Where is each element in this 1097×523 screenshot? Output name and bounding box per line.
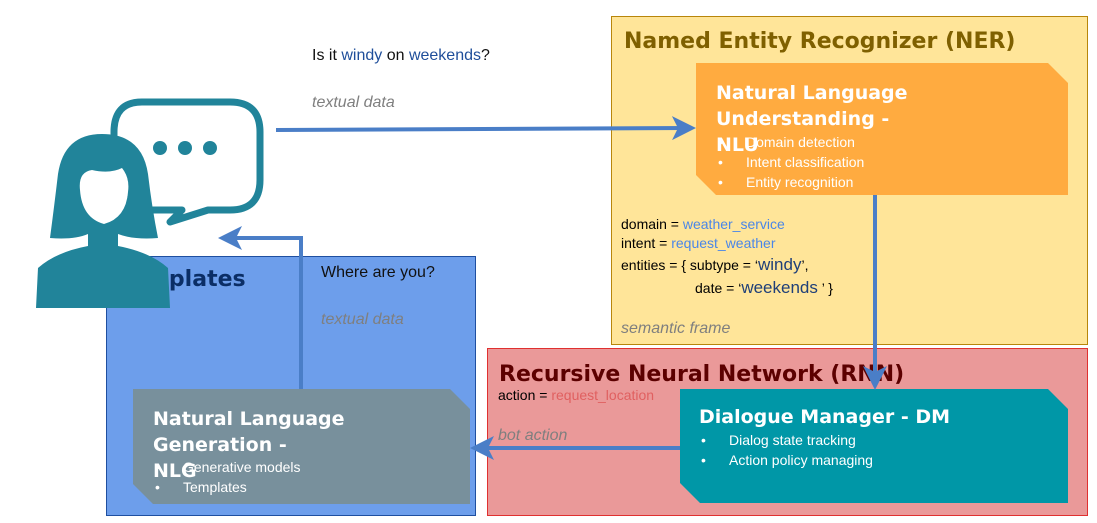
rnn-title: Recursive Neural Network (RNN) bbox=[499, 362, 905, 387]
entity-subtype-value: windy bbox=[757, 255, 802, 274]
list-item: Dialog state tracking bbox=[699, 430, 873, 450]
nlg-title-line1: Natural Language Generation - bbox=[153, 408, 345, 456]
entity-date-value: weekends bbox=[741, 278, 818, 297]
semantic-frame-label: semantic frame bbox=[621, 320, 731, 337]
semantic-frame-date: date = ‘weekends ’ } bbox=[695, 278, 833, 297]
domain-value: weather_service bbox=[682, 216, 785, 232]
list-item: Intent classification bbox=[716, 152, 864, 172]
list-item: Domain detection bbox=[716, 132, 864, 152]
list-item: Entity recognition bbox=[716, 172, 864, 192]
output-utterance: Where are you? bbox=[321, 264, 435, 281]
ner-title: Named Entity Recognizer (NER) bbox=[624, 29, 1016, 54]
bot-action-label: bot action bbox=[498, 427, 568, 444]
user-with-speech-bubble-icon bbox=[36, 98, 264, 308]
textual-data-label-top: textual data bbox=[312, 94, 395, 111]
input-utterance: Is it windy on weekends? bbox=[312, 47, 490, 64]
intent-value: request_weather bbox=[671, 235, 776, 251]
nlu-title-line1: Natural Language Understanding - bbox=[716, 82, 908, 130]
list-item: Templates bbox=[153, 477, 301, 497]
keyword-weekends: weekends bbox=[408, 47, 481, 64]
dm-task-list: Dialog state tracking Action policy mana… bbox=[699, 430, 873, 470]
action-label: action = request_location bbox=[498, 387, 655, 403]
nlg-task-list: Generative models Templates bbox=[153, 457, 301, 497]
semantic-frame-intent: intent = request_weather bbox=[621, 235, 776, 251]
list-item: Generative models bbox=[153, 457, 301, 477]
arrow-nlg-to-user bbox=[218, 226, 303, 389]
list-item: Action policy managing bbox=[699, 450, 873, 470]
dm-box: Dialogue Manager - DM Dialog state track… bbox=[680, 389, 1068, 503]
semantic-frame-entities: entities = { subtype = ‘windy’, bbox=[621, 255, 809, 274]
dm-title: Dialogue Manager - DM bbox=[699, 406, 951, 428]
nlu-box: Natural Language Understanding - NLU Dom… bbox=[696, 63, 1068, 195]
nlg-box: Natural Language Generation - NLG Genera… bbox=[133, 389, 470, 504]
textual-data-label-bottom: textual data bbox=[321, 311, 404, 328]
arrow-user-to-nlu bbox=[275, 116, 696, 141]
action-value: request_location bbox=[551, 387, 655, 403]
semantic-frame-domain: domain = weather_service bbox=[621, 216, 785, 232]
keyword-windy: windy bbox=[341, 47, 383, 64]
nlu-task-list: Domain detection Intent classification E… bbox=[716, 132, 864, 192]
